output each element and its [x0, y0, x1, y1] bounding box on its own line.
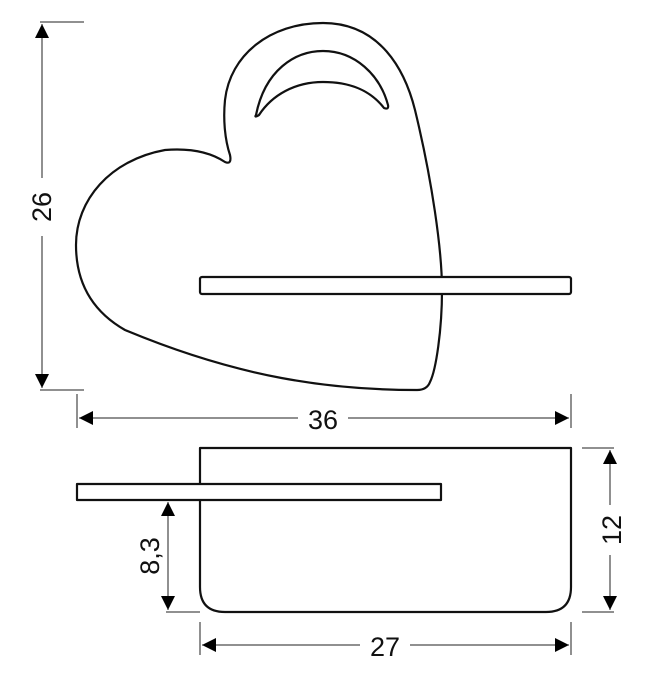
shelf-side — [75, 482, 443, 502]
width-label: 36 — [308, 405, 338, 435]
shelf-height-label: 8,3 — [135, 537, 165, 575]
front-view: 26 36 — [27, 21, 573, 435]
heart-outline — [74, 21, 444, 392]
shelf-front — [198, 275, 573, 296]
back-panel — [198, 446, 573, 614]
back-width-label: 27 — [370, 632, 400, 662]
side-view: 8,3 12 27 — [75, 446, 627, 662]
crescent-cutout — [254, 49, 390, 118]
height-label: 26 — [27, 192, 57, 222]
depth-label: 12 — [597, 515, 627, 545]
